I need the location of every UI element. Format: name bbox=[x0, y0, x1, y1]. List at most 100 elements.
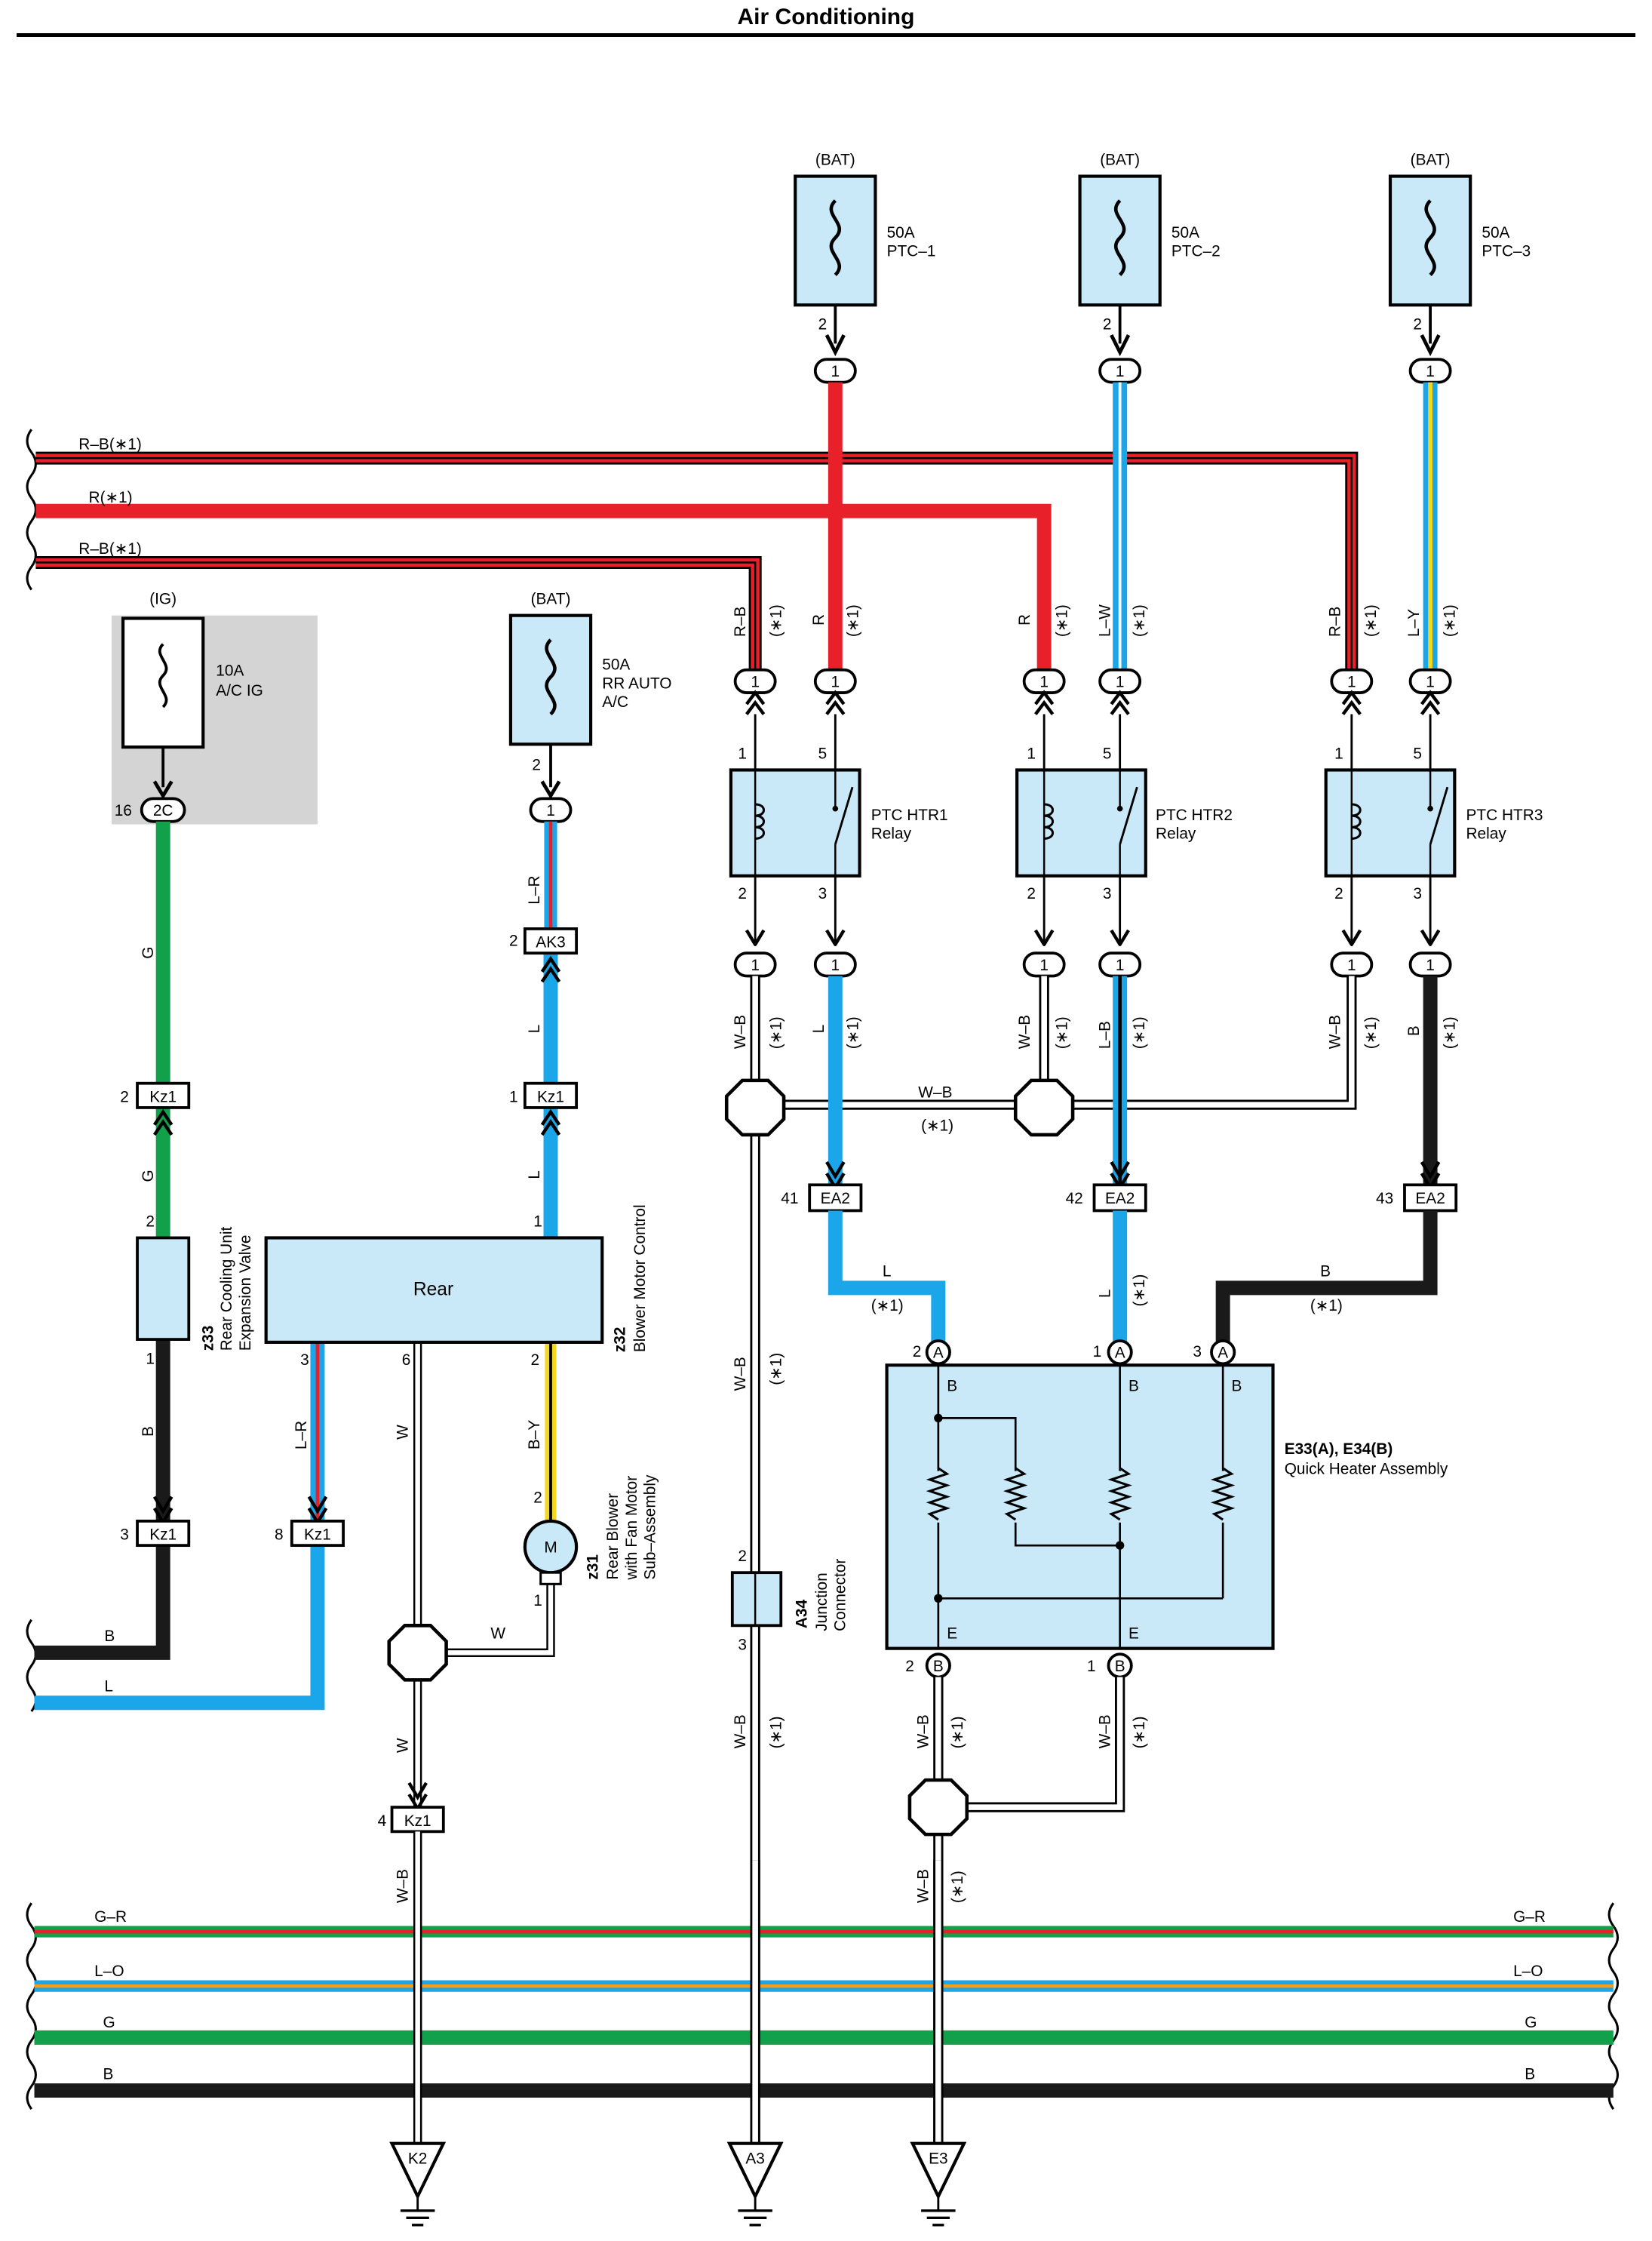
r3a-wire: R–B bbox=[1327, 607, 1344, 638]
left-out-l: L bbox=[104, 1678, 113, 1695]
svg-text:2: 2 bbox=[530, 1351, 539, 1369]
relay-switch-icon bbox=[1119, 786, 1138, 845]
svg-text:EA2: EA2 bbox=[1415, 1190, 1445, 1207]
svg-text:(∗1): (∗1) bbox=[845, 1016, 862, 1049]
ground-icon bbox=[921, 2209, 956, 2227]
blower-wires bbox=[387, 821, 558, 2147]
svg-text:50A: 50A bbox=[602, 656, 630, 674]
bus-label-rb-lower: R–B(∗1) bbox=[78, 540, 142, 558]
svg-text:B: B bbox=[1128, 1377, 1139, 1394]
svg-text:Kz1: Kz1 bbox=[149, 1526, 177, 1544]
r3b-note: (∗1) bbox=[1441, 604, 1458, 637]
r1a-wire: R–B bbox=[732, 607, 749, 638]
svg-text:L: L bbox=[1096, 1290, 1113, 1299]
svg-text:RR AUTO: RR AUTO bbox=[602, 675, 671, 692]
svg-text:Connector: Connector bbox=[832, 1559, 849, 1631]
svg-text:10A: 10A bbox=[216, 662, 244, 679]
ground-e3: E3 bbox=[910, 2141, 967, 2227]
ground-drop-wires bbox=[413, 1831, 944, 2147]
svg-text:M: M bbox=[544, 1539, 557, 1557]
svg-text:(∗1): (∗1) bbox=[949, 1716, 966, 1748]
svg-text:1: 1 bbox=[1426, 673, 1435, 690]
svg-text:6: 6 bbox=[402, 1351, 411, 1369]
left-circuit-labels: G G 2 Kz1 2 1 z33 Rear Cooling Unit Expa… bbox=[104, 947, 253, 1695]
svg-text:(∗1): (∗1) bbox=[1362, 1016, 1380, 1049]
svg-text:3: 3 bbox=[300, 1351, 309, 1369]
ground-points: K2 A3 E3 bbox=[389, 2141, 967, 2227]
svg-text:2: 2 bbox=[1334, 885, 1343, 902]
svg-text:(∗1): (∗1) bbox=[949, 1871, 966, 1903]
svg-text:(∗1): (∗1) bbox=[767, 1016, 785, 1049]
heater-feed-labels: L (∗1) L (∗1) B (∗1) bbox=[871, 1263, 1343, 1315]
svg-text:with Fan Motor: with Fan Motor bbox=[623, 1476, 640, 1581]
r1a-note: (∗1) bbox=[767, 604, 785, 637]
relay-output-wires bbox=[825, 976, 1441, 1191]
svg-text:L: L bbox=[526, 1170, 543, 1179]
svg-text:AK3: AK3 bbox=[536, 934, 565, 951]
r2a-wire: R bbox=[1016, 614, 1033, 626]
bus-g-left: G bbox=[103, 2014, 115, 2031]
fuse-ptc-3-conn: 1 bbox=[1426, 363, 1435, 380]
relay-coil-icon bbox=[1351, 803, 1362, 840]
svg-text:2: 2 bbox=[905, 1658, 914, 1675]
fuse-ptc-3-amp: 50A bbox=[1482, 224, 1509, 241]
svg-text:Junction: Junction bbox=[813, 1572, 831, 1631]
fuse-ptc-1-name: PTC–1 bbox=[887, 243, 936, 260]
r1b-wire: R bbox=[810, 614, 828, 626]
fuse-ptc-3-name: PTC–3 bbox=[1482, 243, 1531, 260]
svg-text:2: 2 bbox=[738, 885, 747, 902]
svg-text:1: 1 bbox=[1116, 957, 1125, 974]
svg-text:(∗1): (∗1) bbox=[1310, 1297, 1343, 1314]
svg-text:2: 2 bbox=[913, 1343, 922, 1360]
left-circuit-wires bbox=[34, 821, 325, 1711]
svg-text:(∗1): (∗1) bbox=[1131, 1716, 1148, 1748]
svg-text:A/C: A/C bbox=[602, 693, 628, 711]
svg-text:1: 1 bbox=[1347, 673, 1356, 690]
svg-text:W–B: W–B bbox=[732, 1015, 749, 1049]
relay-coil-icon bbox=[1044, 803, 1055, 840]
bus-lo-right: L–O bbox=[1513, 1963, 1543, 1980]
r3a-note: (∗1) bbox=[1362, 604, 1380, 637]
svg-text:A: A bbox=[1115, 1345, 1125, 1362]
svg-text:Blower Motor Control: Blower Motor Control bbox=[631, 1204, 649, 1352]
fuse-ptc-2-icon bbox=[1113, 199, 1126, 277]
svg-text:(∗1): (∗1) bbox=[767, 1716, 785, 1748]
svg-text:(∗1): (∗1) bbox=[1053, 1016, 1070, 1049]
svg-text:16: 16 bbox=[115, 802, 132, 819]
fuse-rr-auto-icon bbox=[545, 638, 557, 716]
svg-text:A/C IG: A/C IG bbox=[216, 682, 263, 699]
svg-text:Rear Blower: Rear Blower bbox=[604, 1493, 622, 1580]
svg-text:1: 1 bbox=[1426, 957, 1435, 974]
svg-text:Kz1: Kz1 bbox=[304, 1526, 331, 1544]
fuse-ac-ig: (IG) 10A A/C IG 16 2C bbox=[111, 591, 318, 825]
svg-text:G: G bbox=[140, 1170, 157, 1182]
svg-text:Relay: Relay bbox=[1466, 825, 1507, 842]
svg-text:Rear Cooling Unit: Rear Cooling Unit bbox=[218, 1227, 235, 1351]
svg-text:5: 5 bbox=[1413, 745, 1422, 762]
r3b-wire: L–Y bbox=[1405, 609, 1423, 637]
svg-text:1: 1 bbox=[146, 1350, 155, 1367]
fuse-ac-ig-icon bbox=[158, 643, 168, 709]
fuse-ptc-1-pin: 2 bbox=[818, 315, 828, 333]
svg-text:1: 1 bbox=[751, 957, 760, 974]
svg-text:1: 1 bbox=[1039, 957, 1049, 974]
svg-text:PTC HTR3: PTC HTR3 bbox=[1466, 807, 1543, 824]
svg-text:z31: z31 bbox=[585, 1554, 602, 1580]
svg-text:1: 1 bbox=[831, 673, 840, 690]
junction-connector-a34: W–B (∗1) 2 3 A34 Junction Connector W–B … bbox=[730, 1353, 849, 1748]
relay-coil-icon bbox=[754, 803, 765, 840]
fuse-ptc-3-icon bbox=[1424, 199, 1436, 277]
svg-text:2C: 2C bbox=[153, 802, 173, 819]
svg-text:z33: z33 bbox=[200, 1326, 217, 1351]
fuse-ptc-3: (BAT) 50A PTC–3 2 1 bbox=[1388, 151, 1531, 673]
bus-b-right: B bbox=[1525, 2065, 1535, 2083]
svg-text:(IG): (IG) bbox=[149, 591, 177, 608]
svg-text:2: 2 bbox=[533, 1489, 542, 1506]
svg-text:G: G bbox=[140, 947, 157, 959]
svg-text:3: 3 bbox=[120, 1526, 129, 1544]
r2a-note: (∗1) bbox=[1053, 604, 1070, 637]
relay-switch-icon bbox=[834, 786, 854, 845]
heater-name: Quick Heater Assembly bbox=[1285, 1460, 1448, 1477]
